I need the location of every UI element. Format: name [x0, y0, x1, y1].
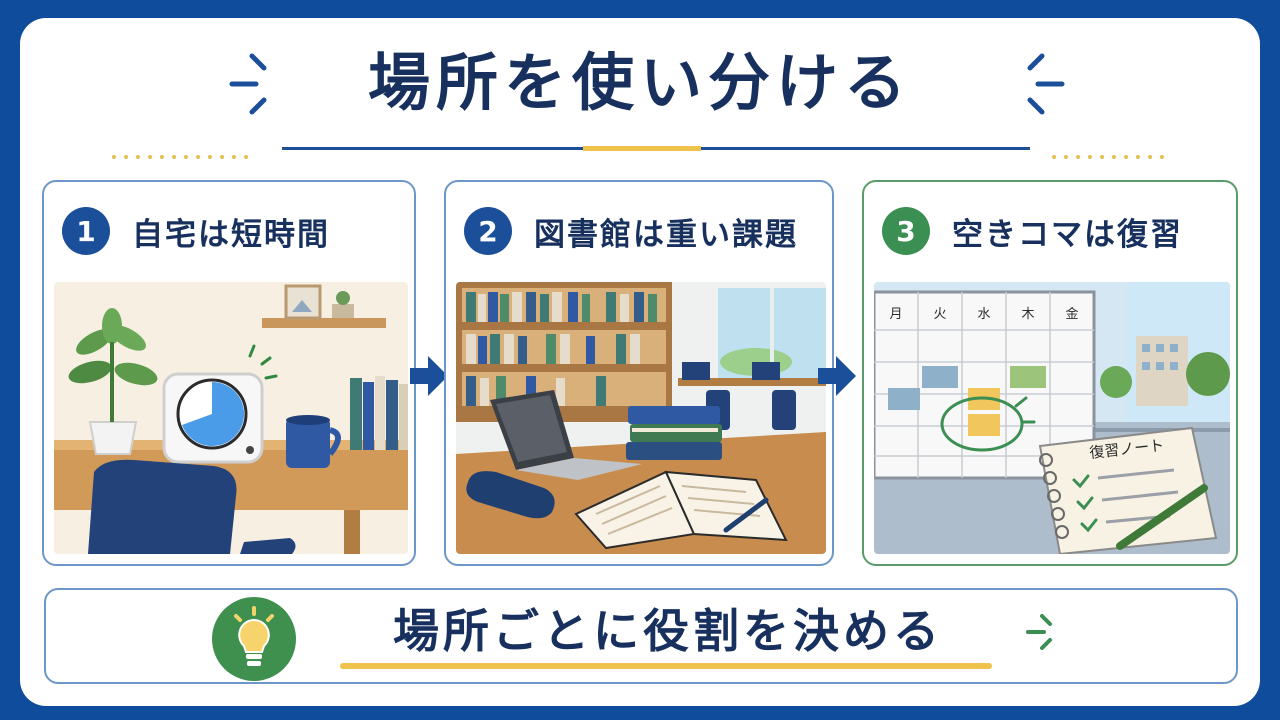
calendar-day: 月 — [889, 307, 902, 322]
step-number: 1 — [62, 207, 110, 255]
step-number: 3 — [882, 207, 930, 255]
review-illustration: 月 火 水 木 金 復習ノート — [874, 282, 1230, 554]
calendar-day: 火 — [933, 307, 946, 322]
notebook-icon — [1038, 426, 1218, 554]
lightbulb-icon — [234, 606, 274, 666]
building — [1136, 336, 1188, 406]
small-plant-pot — [332, 304, 354, 318]
burst-left-icon — [229, 53, 267, 115]
step-title: 図書館は重い課題 — [534, 216, 798, 253]
pen-icon — [723, 497, 769, 533]
summary-underline — [340, 663, 992, 669]
calendar-day: 金 — [1065, 306, 1078, 322]
step-card-library: 2 図書館は重い課題 — [444, 180, 834, 566]
plant-icon — [68, 308, 158, 455]
books — [350, 376, 408, 450]
home-desk-illustration — [54, 282, 408, 554]
timer-icon — [162, 344, 278, 464]
burst-small-icon — [1026, 614, 1052, 650]
step-header: 2 図書館は重い課題 — [464, 206, 798, 256]
calendar-day: 木 — [1021, 307, 1034, 322]
open-book — [574, 470, 788, 550]
step-title: 空きコマは復習 — [952, 216, 1183, 253]
step-card-free-period: 3 空きコマは復習 — [862, 180, 1238, 566]
library-illustration — [456, 282, 826, 554]
bookshelf — [456, 282, 672, 422]
calendar-day-labels: 月 火 水 木 金 — [889, 306, 1078, 322]
stacked-books — [626, 406, 722, 460]
step-number: 2 — [464, 207, 512, 255]
burst-right-icon — [1027, 53, 1065, 115]
wall-shelf — [262, 318, 386, 328]
page-title: 場所を使い分ける — [367, 46, 912, 119]
dotted-line-right — [1052, 144, 1172, 159]
pencil-case-icon — [466, 471, 555, 519]
dotted-line-left — [112, 144, 256, 159]
step-header: 3 空きコマは復習 — [882, 206, 1183, 256]
title-underline-accent — [583, 146, 701, 151]
arrow-right-icon — [410, 356, 448, 396]
step-header: 1 自宅は短時間 — [62, 206, 330, 256]
summary-text: 場所ごとに役割を決める — [393, 604, 943, 658]
mug-icon — [286, 415, 341, 468]
arrow-right-icon — [818, 356, 856, 396]
pen-icon — [1116, 484, 1208, 550]
laptop-icon — [490, 390, 642, 480]
small-plant-icon — [336, 291, 350, 305]
calendar-day: 水 — [977, 307, 990, 322]
step-title: 自宅は短時間 — [132, 216, 330, 253]
step-card-home: 1 自宅は短時間 — [42, 180, 416, 566]
chair — [88, 459, 296, 554]
